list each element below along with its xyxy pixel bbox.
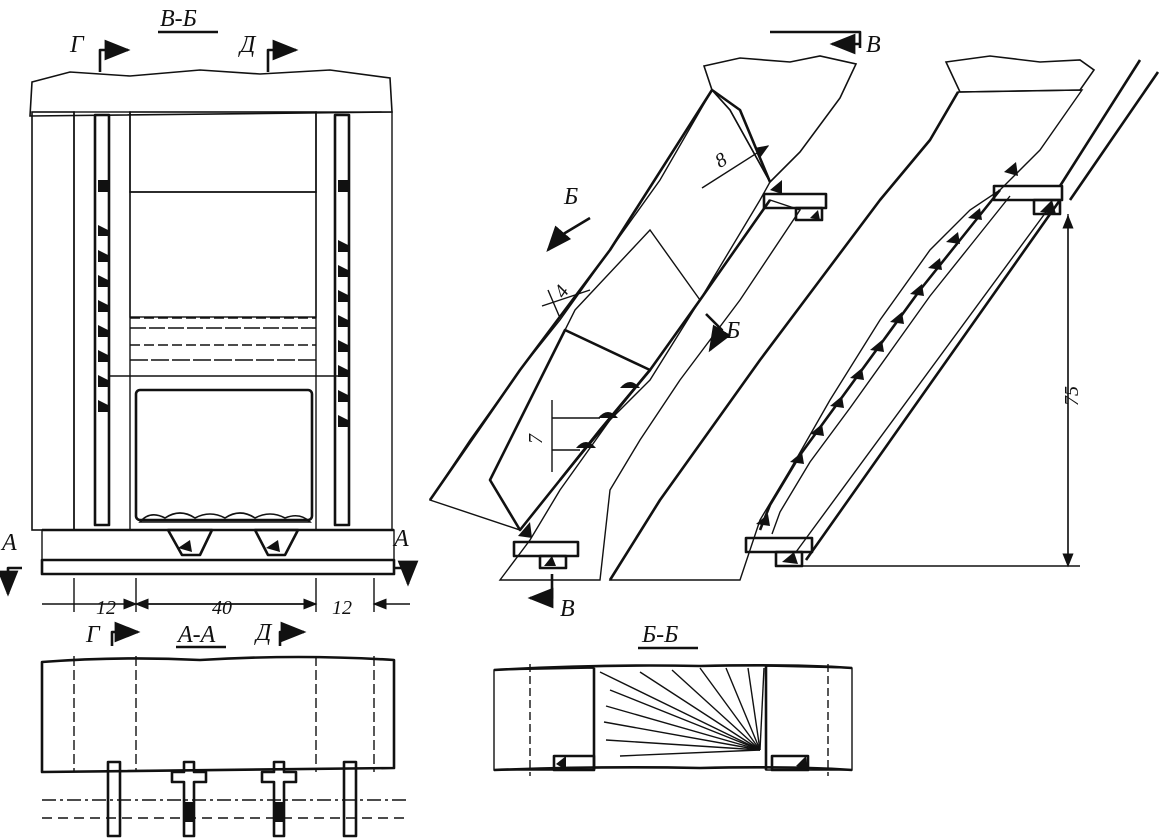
left-raise [93,113,111,527]
bb-fan-holes [599,667,765,757]
right-rock-cap [944,55,1096,93]
section-bb-view: Б-Б [493,622,853,776]
cut-mark-d [266,39,299,72]
ore-block-hatch [129,191,317,318]
left-pillar-hatch [73,111,131,531]
label-g-top: Г [69,32,85,58]
aa-raise-1 [106,760,122,838]
dim-spacing-8: 8 [711,148,731,172]
aa-funnel-1 [170,760,208,838]
section-bb-title: Б-Б [641,622,678,648]
cut-mark-g-bottom [110,621,141,646]
cut-mark-b-upper [546,216,591,252]
label-d-bottom: Д [254,620,273,646]
dim-spacing-4: 4 [550,281,574,302]
cut-mark-d-bottom [278,621,307,646]
section-aa-title: А-А [176,622,216,648]
center-fine-zone [564,228,701,371]
caved-rock-top-center [129,111,317,193]
aa-plan-body [40,655,396,774]
aa-raise-2 [342,760,358,838]
label-a-right: А [392,526,409,552]
center-footwall [498,199,802,581]
aa-funnel-2 [260,760,298,838]
label-d-top: Д [238,32,257,58]
label-v-top: В [866,32,881,58]
caved-rock-left-column [31,111,75,531]
muck-pile [138,512,312,523]
inclined-view-center: В Б Б В 8 4 7 [428,30,881,622]
haulage-drift [40,558,396,576]
right-top-drift-sub [1032,198,1062,216]
label-b-upper: Б [563,184,578,210]
cut-mark-v-bottom [527,574,554,609]
section-vv-title: В-Б [160,6,197,32]
bb-drift-left [552,754,596,772]
label-a-left: А [0,530,17,556]
dim-right-pillar: 12 [332,597,352,619]
right-wall-line-3 [1068,71,1160,201]
cut-mark-v-top [770,30,862,48]
dim-spacing-7: 7 [525,433,547,444]
left-raise-charges [98,180,108,412]
section-vv-view: Г Д В-Б А А 12 40 12 [0,6,419,619]
center-charges [576,382,640,448]
bottom-sill [41,529,395,561]
right-charges [756,162,1018,526]
center-bottom-drift-sub [538,554,568,570]
cut-mark-a-left [0,566,22,597]
center-ore-block [428,88,772,501]
dimension-row: 12 40 12 [42,578,410,619]
right-wall-line-2 [1058,59,1142,187]
center-stope-void [488,328,652,532]
right-stope-face [758,189,1002,531]
right-bottom-drift-sub [774,550,804,568]
right-hatched-mass [608,89,1084,581]
chamber-void [134,388,314,522]
cut-mark-g [98,39,131,72]
cut-mark-b-lower [705,313,731,353]
aa-raise-lines [73,656,375,772]
center-top-drift-sub [794,206,824,222]
right-pillar-hatch [315,111,393,531]
dim-left-pillar: 12 [96,597,116,619]
caved-rock-left [29,69,393,117]
section-aa-view: А-А Г Д [40,620,410,838]
broken-layers [108,317,340,377]
right-bottom-drift [744,536,814,554]
bb-drift-right [770,754,810,772]
cut-mark-a-right [394,560,419,587]
inclined-view-right: 75 [608,55,1160,581]
right-wall-line-1 [804,199,1062,561]
label-g-bottom: Г [85,622,101,648]
dim-height-75: 75 [1061,386,1083,406]
bb-right-mass [765,665,853,771]
label-b-lower: Б [725,318,740,344]
dim-chamber-width: 40 [212,597,232,619]
label-v-bottom: В [560,596,575,622]
right-top-drift [992,184,1064,202]
right-raise [333,113,351,527]
right-raise-charges [338,180,348,427]
